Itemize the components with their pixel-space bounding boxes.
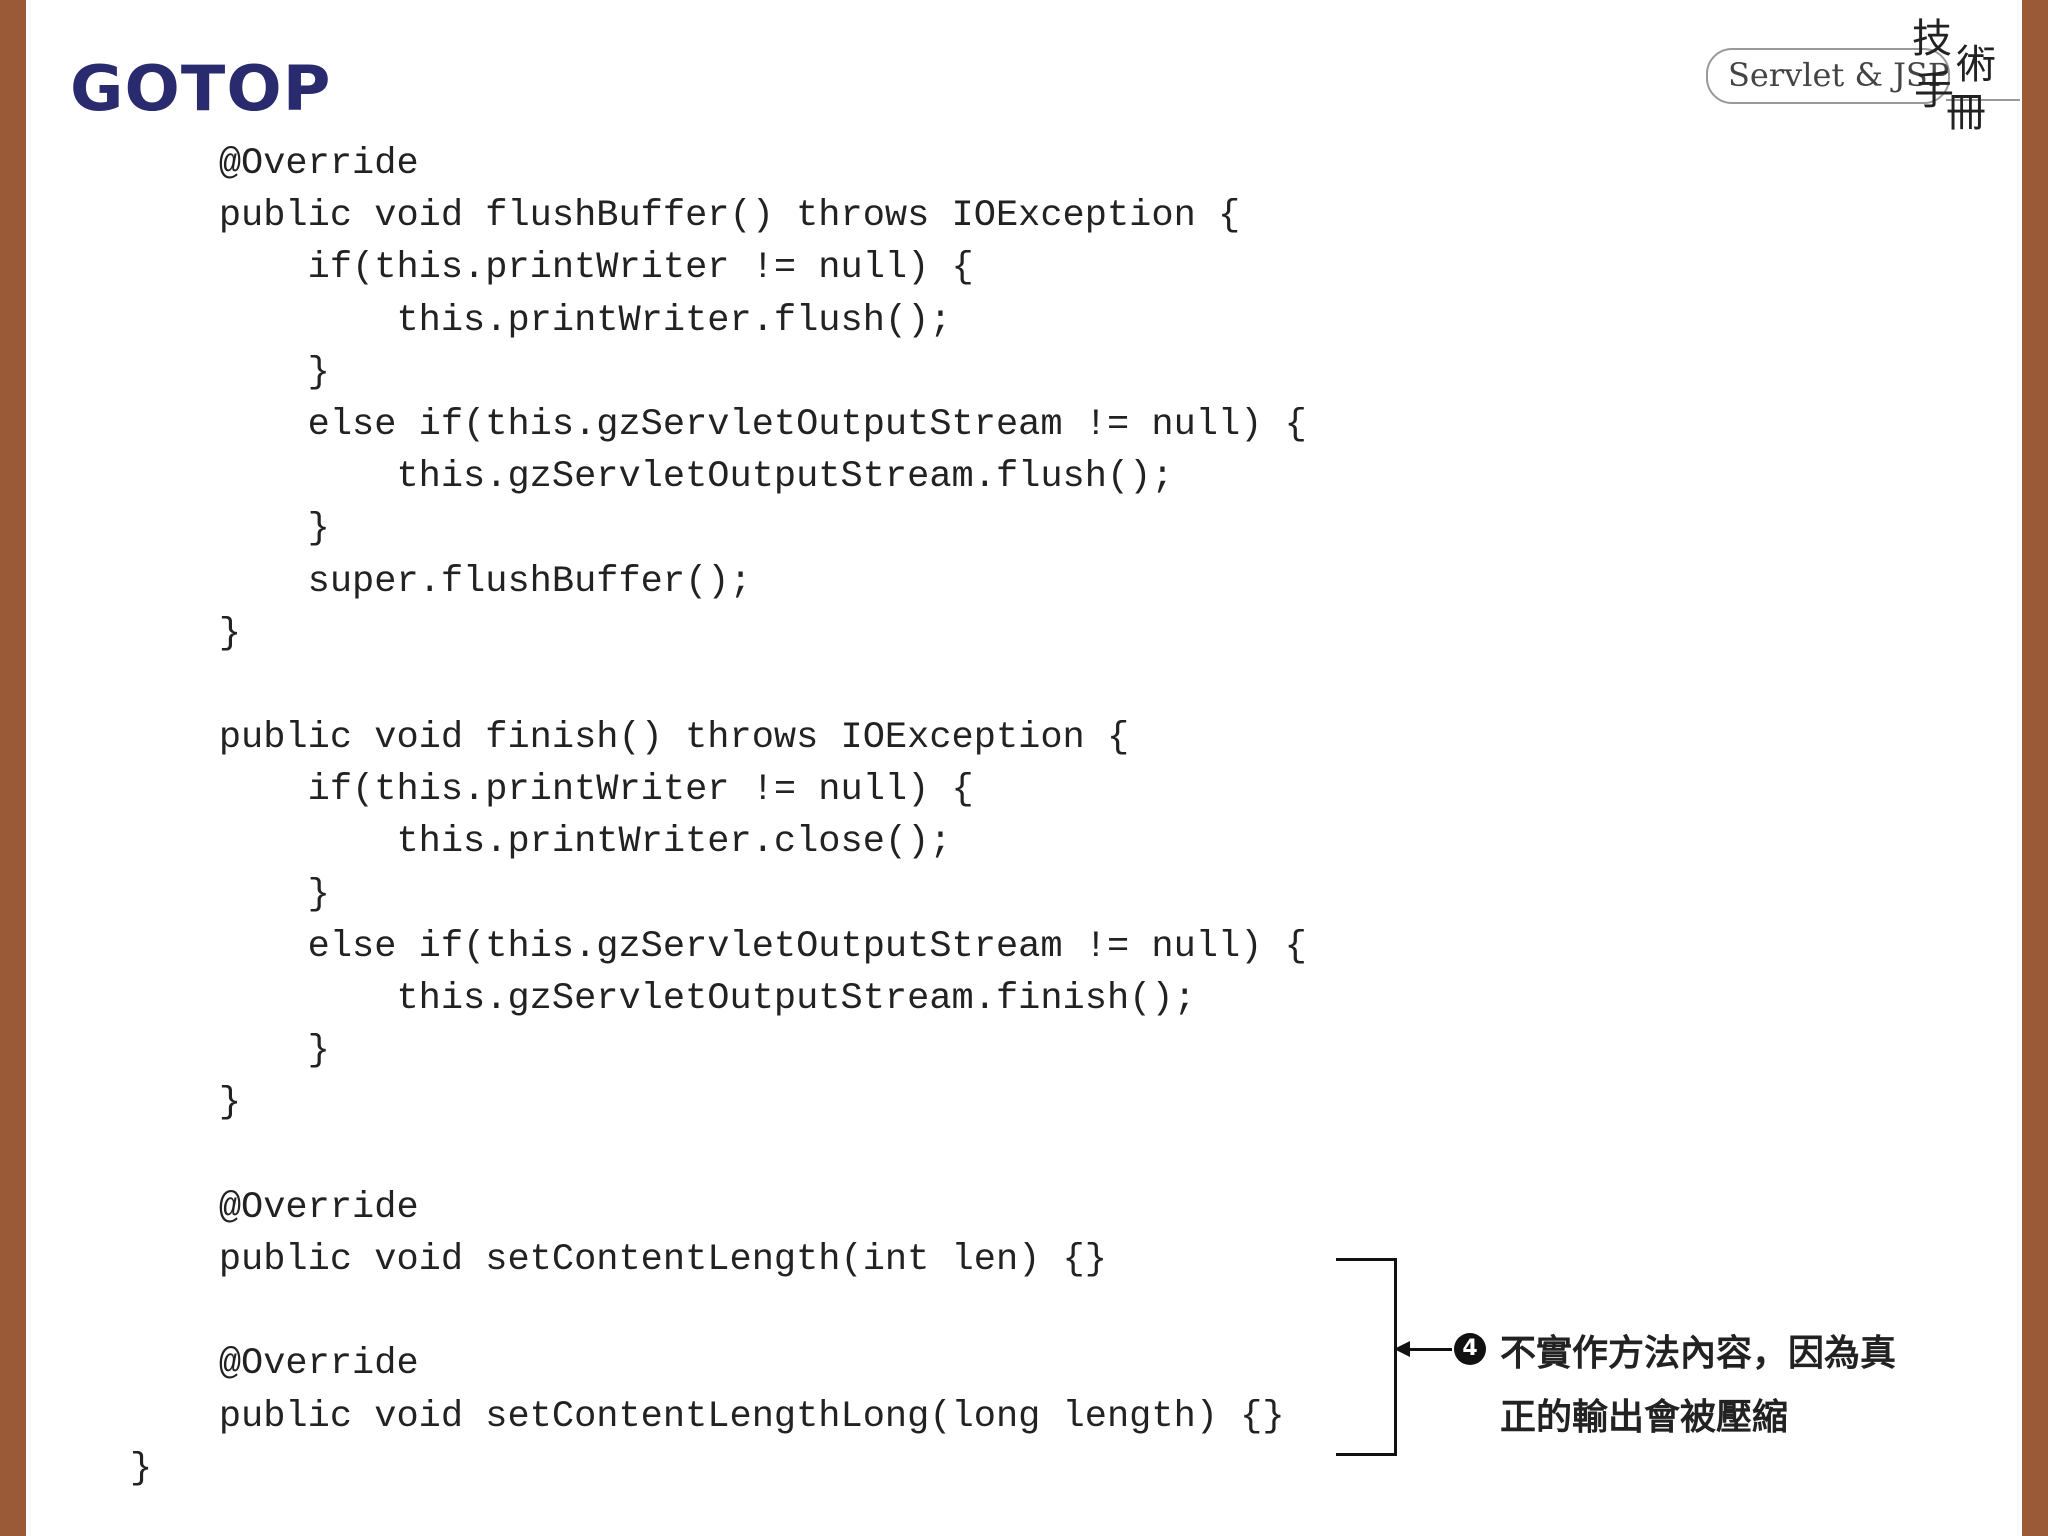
code-line: this.gzServletOutputStream.flush(); (130, 456, 1174, 499)
code-line: } (130, 351, 330, 394)
annotation-arrow-head (1394, 1341, 1410, 1357)
code-line: public void setContentLength(int len) {} (130, 1238, 1107, 1281)
code-line: } (130, 1447, 153, 1490)
book-badge-cjk: 技 術 手 冊 (1912, 18, 2000, 134)
book-badge (1706, 48, 1950, 104)
code-line: @Override (130, 1343, 419, 1386)
badge-cjk-char: 手 (1914, 68, 1954, 114)
code-line (130, 1286, 1307, 1338)
badge-rule (1946, 99, 2020, 101)
annotation-line: 正的輸出會被壓縮 (1500, 1397, 1789, 1438)
badge-cjk-char: 冊 (1946, 90, 1986, 136)
badge-cjk-char: 術 (1956, 42, 1996, 88)
code-line: } (130, 1030, 330, 1073)
code-line: else if(this.gzServletOutputStream != nu… (130, 925, 1307, 968)
annotation-number-marker: 4 (1454, 1333, 1486, 1365)
code-line: @Override (130, 143, 419, 185)
code-line: public void setContentLengthLong(long le… (130, 1395, 1285, 1438)
code-line: if(this.printWriter != null) { (130, 769, 974, 812)
code-line: } (130, 1082, 242, 1125)
code-line: this.printWriter.flush(); (130, 299, 952, 342)
code-line: if(this.printWriter != null) { (130, 247, 974, 290)
page-frame-right (2022, 0, 2048, 1536)
code-line: this.printWriter.close(); (130, 821, 952, 864)
code-line: else if(this.gzServletOutputStream != nu… (130, 403, 1307, 446)
gotop-logo: GOTOP (70, 52, 332, 125)
book-badge-title: Servlet & JSP (1728, 56, 1950, 94)
code-line: } (130, 873, 330, 916)
annotation-note: 不實作方法內容，因為真 正的輸出會被壓縮 (1500, 1322, 1960, 1450)
code-line (130, 660, 1307, 712)
code-line: } (130, 508, 330, 551)
annotation-line: 不實作方法內容，因為真 (1500, 1333, 1897, 1374)
badge-cjk-char: 技 (1912, 16, 1952, 62)
code-line: super.flushBuffer(); (130, 560, 752, 603)
code-line: @Override (130, 1186, 419, 1229)
annotation-arrow-line (1408, 1348, 1452, 1351)
code-line (130, 1130, 1307, 1182)
code-listing: @Override public void flushBuffer() thro… (130, 138, 1307, 1495)
code-line: } (130, 612, 242, 655)
code-line: this.gzServletOutputStream.finish(); (130, 978, 1196, 1020)
code-line: public void finish() throws IOException … (130, 717, 1130, 760)
page-frame-left (0, 0, 26, 1536)
code-line: public void flushBuffer() throws IOExcep… (130, 195, 1241, 238)
annotation-bracket (1336, 1258, 1397, 1456)
